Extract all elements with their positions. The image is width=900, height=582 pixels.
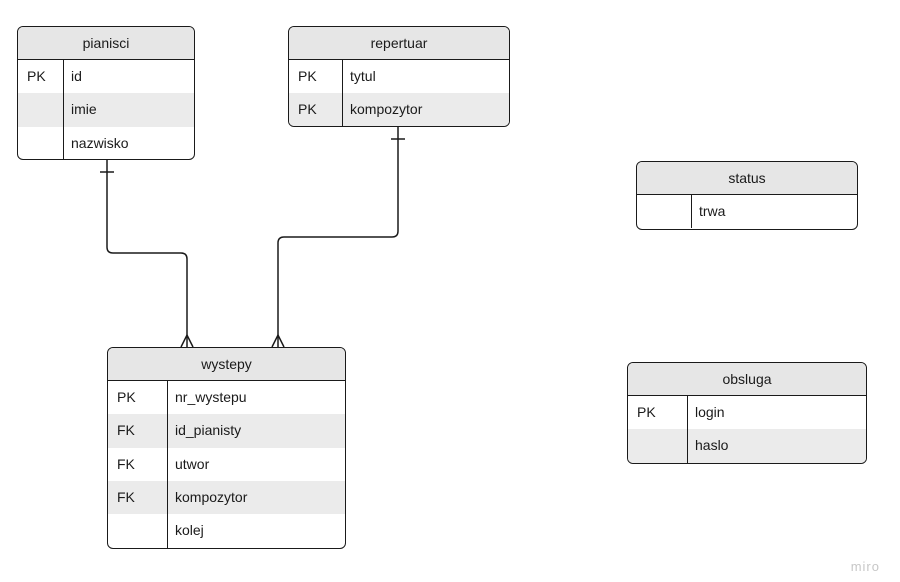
- key-cell: PK: [298, 101, 317, 118]
- table-row[interactable]: nazwisko: [18, 127, 194, 159]
- miro-watermark: miro: [850, 559, 880, 574]
- key-cell: PK: [27, 68, 46, 84]
- field-cell: utwor: [175, 455, 210, 472]
- relationship-repertuar-wystepy: [277, 127, 399, 347]
- table-row[interactable]: PK kompozytor: [289, 93, 509, 126]
- field-cell: haslo: [695, 437, 729, 454]
- entity-rows-status: trwa: [637, 195, 857, 229]
- key-cell: PK: [637, 404, 656, 420]
- field-cell: kompozytor: [350, 101, 423, 118]
- field-cell: nazwisko: [71, 134, 129, 151]
- key-cell: FK: [117, 488, 135, 505]
- key-column-divider: [342, 60, 343, 126]
- key-cell: FK: [117, 422, 135, 439]
- key-cell: [18, 127, 63, 159]
- table-row[interactable]: haslo: [628, 429, 866, 463]
- many-marker-wystepy-left: [180, 333, 194, 348]
- field-cell: imie: [71, 101, 97, 118]
- key-cell: PK: [117, 389, 136, 405]
- key-cell: [637, 195, 691, 228]
- entity-title-status: status: [637, 162, 857, 195]
- key-column-divider: [691, 195, 692, 229]
- entity-title-pianisci: pianisci: [18, 27, 194, 60]
- key-cell: PK: [298, 68, 317, 84]
- table-row[interactable]: imie: [18, 93, 194, 127]
- key-column-divider: [63, 60, 64, 159]
- table-row[interactable]: trwa: [637, 195, 857, 228]
- relationship-pianisci-wystepy: [106, 160, 188, 347]
- entity-obsluga[interactable]: obsluga PK login haslo: [627, 362, 867, 464]
- field-cell: nr_wystepu: [175, 389, 247, 405]
- table-row[interactable]: PK id: [18, 60, 194, 93]
- field-cell: id: [71, 68, 82, 84]
- many-marker-wystepy-right: [271, 333, 285, 348]
- key-column-divider: [167, 381, 168, 548]
- key-cell: [18, 93, 63, 126]
- entity-rows-obsluga: PK login haslo: [628, 396, 866, 463]
- field-cell: kolej: [175, 522, 204, 539]
- field-cell: tytul: [350, 68, 376, 84]
- field-cell: kompozytor: [175, 488, 248, 505]
- table-row[interactable]: FK id_pianisty: [108, 414, 345, 448]
- key-column-divider: [687, 396, 688, 463]
- entity-title-obsluga: obsluga: [628, 363, 866, 396]
- field-cell: id_pianisty: [175, 422, 242, 439]
- table-row[interactable]: FK kompozytor: [108, 480, 345, 515]
- key-cell: FK: [117, 455, 135, 472]
- table-row[interactable]: PK nr_wystepu: [108, 381, 345, 414]
- entity-rows-pianisci: PK id imie nazwisko: [18, 60, 194, 159]
- entity-pianisci[interactable]: pianisci PK id imie nazwisko: [17, 26, 195, 160]
- field-cell: trwa: [699, 203, 726, 219]
- entity-title-repertuar: repertuar: [289, 27, 509, 60]
- entity-status[interactable]: status trwa: [636, 161, 858, 230]
- table-row[interactable]: PK tytul: [289, 60, 509, 93]
- key-cell: [108, 514, 167, 547]
- entity-title-wystepy: wystepy: [108, 348, 345, 381]
- table-row[interactable]: kolej: [108, 514, 345, 547]
- key-cell: [628, 429, 687, 462]
- table-row[interactable]: FK utwor: [108, 448, 345, 481]
- table-row[interactable]: PK login: [628, 396, 866, 429]
- field-cell: login: [695, 404, 725, 420]
